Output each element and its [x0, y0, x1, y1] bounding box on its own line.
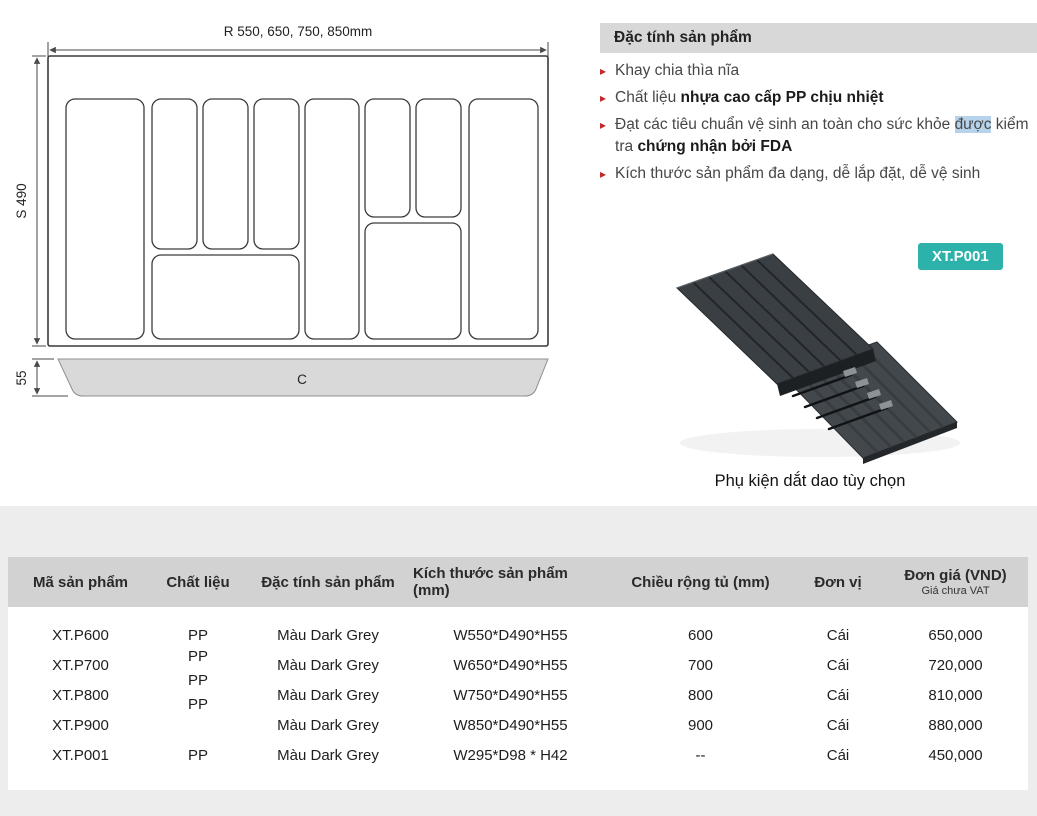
price-note: Giá chưa VAT	[921, 585, 990, 597]
product-caption: Phụ kiện dắt dao tùy chọn	[714, 472, 906, 490]
table-body: XT.P600 PP Màu Dark Grey W550*D490*H55 6…	[8, 607, 1028, 790]
table-row: XT.P001 PP Màu Dark Grey W295*D98 * H42 …	[8, 741, 1028, 771]
bullet-triangle-icon: ▸	[600, 91, 607, 106]
table-header-row: Mã sản phẩm Chất liệu Đặc tính sản phẩm …	[8, 557, 1028, 607]
cell-unit: Cái	[826, 657, 850, 674]
cell-cabinet-width: 700	[687, 657, 714, 674]
header-don-gia: Đơn giá (VND) Giá chưa VAT	[904, 567, 1007, 597]
header-chat-lieu: Chất liệu	[166, 573, 230, 591]
feature-item: ▸ Chất liệu nhựa cao cấp PP chịu nhiệt	[600, 87, 1037, 109]
compartment	[364, 98, 411, 218]
cell-product-code: XT.P900	[52, 717, 109, 734]
table-row: XT.P600 PP Màu Dark Grey W550*D490*H55 6…	[8, 621, 1028, 651]
product-code-badge: XT.P001	[918, 243, 1003, 270]
header-dac-tinh: Đặc tính sản phẩm	[261, 573, 395, 591]
compartment	[304, 98, 360, 340]
height-dimension-label: 55	[14, 370, 29, 385]
compartment	[415, 98, 462, 218]
cell-color: Màu Dark Grey	[277, 747, 379, 764]
header-don-vi: Đơn vị	[814, 573, 862, 591]
table-row: XT.P700 PP Màu Dark Grey W650*D490*H55 7…	[8, 648, 1028, 681]
feature-text-bold: chứng nhận bởi FDA	[637, 138, 793, 156]
feature-text: kiểm tra	[615, 116, 1029, 156]
side-view-label: C	[297, 372, 307, 387]
compartment	[65, 98, 145, 340]
cell-price: 450,000	[928, 747, 983, 764]
cell-dimensions: W295*D98 * H42	[453, 747, 568, 764]
cell-material: PP	[187, 627, 208, 644]
cell-dimensions: W650*D490*H55	[453, 657, 568, 674]
compartment	[253, 98, 300, 250]
tray-top-view	[47, 55, 549, 347]
cell-unit: Cái	[826, 687, 850, 704]
cell-color: Màu Dark Grey	[277, 657, 379, 674]
bullet-triangle-icon: ▸	[600, 118, 607, 133]
cell-material: PP	[187, 672, 208, 689]
cell-price: 880,000	[928, 717, 983, 734]
feature-item: ▸ Đạt các tiêu chuẩn vệ sinh an toàn cho…	[600, 114, 1037, 158]
header-chieu-rong-tu: Chiều rộng tủ (mm)	[631, 573, 770, 591]
features-list: ▸ Khay chia thìa nĩa ▸ Chất liệu nhựa ca…	[600, 60, 1037, 191]
cell-product-code: XT.P800	[52, 687, 109, 704]
knife-holder-image	[676, 253, 960, 464]
header-ma-san-pham: Mã sản phẩm	[32, 573, 129, 591]
cell-unit: Cái	[826, 717, 850, 734]
depth-dimension-label: S 490	[14, 183, 29, 218]
cell-color: Màu Dark Grey	[277, 687, 379, 704]
cell-color: Màu Dark Grey	[277, 717, 379, 734]
compartment	[364, 222, 462, 340]
table-row: XT.P800 PP Màu Dark Grey W750*D490*H55 8…	[8, 672, 1028, 711]
compartment	[151, 254, 300, 340]
cell-price: 720,000	[928, 657, 983, 674]
cell-cabinet-width: 900	[687, 717, 714, 734]
feature-text: Kích thước sản phẩm đa dạng, dễ lắp đặt,…	[615, 165, 981, 183]
cell-material: PP	[187, 696, 208, 713]
price-table: Mã sản phẩm Chất liệu Đặc tính sản phẩm …	[8, 557, 1028, 790]
cell-material: PP	[187, 747, 208, 764]
cell-color: Màu Dark Grey	[277, 627, 379, 644]
table-row: XT.P900 PP Màu Dark Grey W850*D490*H55 9…	[8, 696, 1028, 741]
feature-text-bold: nhựa cao cấp PP chịu nhiệt	[680, 89, 884, 107]
feature-text: Chất liệu	[615, 89, 681, 107]
width-dimension: R 550, 650, 750, 850mm	[47, 24, 549, 58]
cell-cabinet-width: 800	[687, 687, 714, 704]
feature-item: ▸ Kích thước sản phẩm đa dạng, dễ lắp đặ…	[600, 163, 1037, 185]
cell-price: 810,000	[928, 687, 983, 704]
tray-technical-drawing: R 550, 650, 750, 850mm S 490 C	[14, 24, 549, 397]
cell-material: PP	[187, 648, 208, 665]
cell-dimensions: W550*D490*H55	[453, 627, 568, 644]
cell-dimensions: W850*D490*H55	[453, 717, 568, 734]
tray-side-view: C	[57, 358, 549, 397]
cell-unit: Cái	[826, 627, 850, 644]
cell-product-code: XT.P700	[52, 657, 109, 674]
cell-product-code: XT.P001	[52, 747, 109, 764]
cell-cabinet-width: --	[695, 747, 706, 764]
header-kich-thuoc: Kích thước sản phẩm (mm)	[413, 565, 568, 599]
width-dimension-label: R 550, 650, 750, 850mm	[224, 24, 373, 39]
cell-cabinet-width: 600	[687, 627, 714, 644]
feature-text: Khay chia thìa nĩa	[615, 62, 740, 79]
cell-product-code: XT.P600	[52, 627, 109, 644]
cell-unit: Cái	[826, 747, 850, 764]
bullet-triangle-icon: ▸	[600, 167, 607, 182]
depth-dimension: S 490	[14, 55, 46, 347]
compartment	[151, 98, 198, 250]
cell-price: 650,000	[928, 627, 983, 644]
height-dimension: 55	[14, 358, 68, 397]
compartment	[468, 98, 539, 340]
bullet-triangle-icon: ▸	[600, 64, 607, 78]
features-title: Đặc tính sản phẩm	[614, 29, 752, 46]
compartment	[202, 98, 249, 250]
feature-text-highlight: được	[954, 116, 992, 134]
cell-dimensions: W750*D490*H55	[453, 687, 568, 704]
features-header: Đặc tính sản phẩm	[600, 23, 1037, 53]
feature-text: Đạt các tiêu chuẩn vệ sinh an toàn cho s…	[615, 116, 955, 134]
feature-item: ▸ Khay chia thìa nĩa	[600, 60, 1037, 82]
